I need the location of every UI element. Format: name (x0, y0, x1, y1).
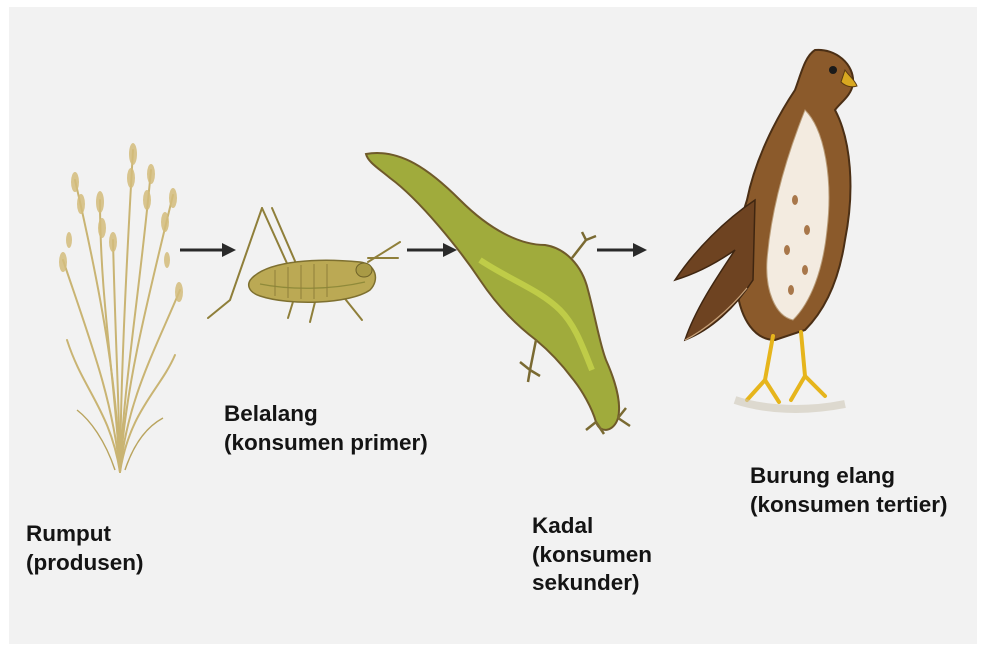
organism-name: Belalang (224, 400, 428, 429)
arrow-icon (595, 240, 650, 260)
organism-label-kadal: Kadal (konsumen sekunder) (532, 512, 652, 598)
organism-name: Kadal (532, 512, 652, 541)
organism-label-rumput: Rumput (produsen) (26, 520, 144, 577)
organism-label-burung-elang: Burung elang (konsumen tertier) (750, 462, 948, 519)
organism-role: (konsumen tertier) (750, 491, 948, 520)
organism-role-continued: sekunder) (532, 569, 652, 598)
organism-role: (konsumen (532, 541, 652, 570)
organism-label-belalang: Belalang (konsumen primer) (224, 400, 428, 457)
organism-name: Burung elang (750, 462, 948, 491)
grass-icon (55, 140, 185, 475)
organism-name: Rumput (26, 520, 144, 549)
organism-role: (konsumen primer) (224, 429, 428, 458)
organism-role: (produsen) (26, 549, 144, 578)
hawk-icon (655, 40, 860, 415)
lizard-icon (360, 140, 660, 440)
